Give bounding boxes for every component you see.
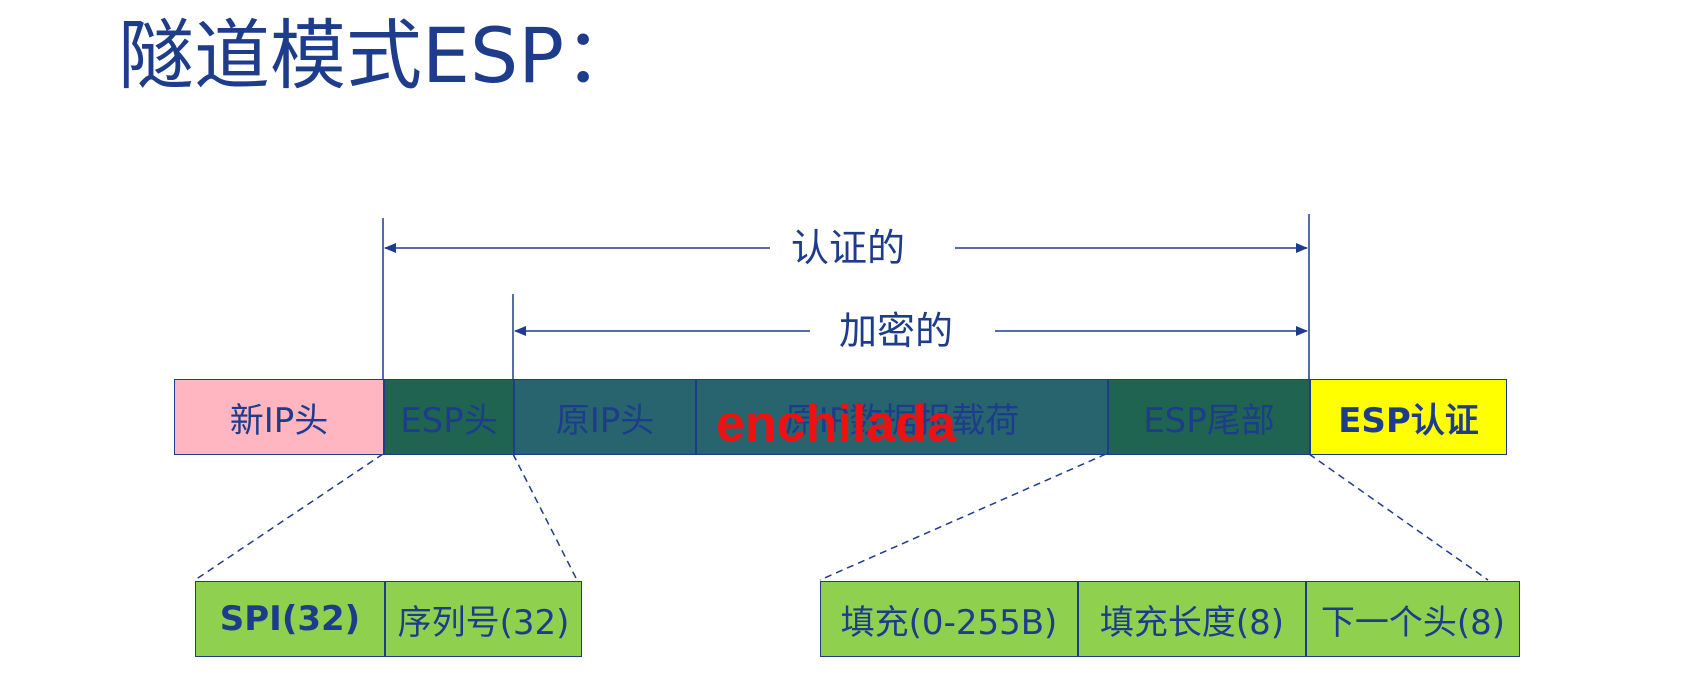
enchilada-overlay-text: enchilada bbox=[716, 395, 956, 453]
orig-ip-payload-label: 原IP数据报载荷 bbox=[784, 400, 1020, 441]
padding-field-label: 填充(0-255B) bbox=[840, 602, 1058, 643]
authenticated-label: 认证的 bbox=[773, 229, 924, 267]
next-header-field: 下一个头(8) bbox=[1306, 581, 1520, 657]
esp-auth-segment: ESP认证 bbox=[1310, 379, 1507, 455]
esp-trailer-segment: ESP尾部 bbox=[1108, 379, 1310, 455]
slide-title: 隧道模式ESP： bbox=[118, 11, 641, 100]
spi-field-label: SPI(32) bbox=[219, 599, 361, 639]
orig-ip-header-segment: 原IP头 bbox=[514, 379, 696, 455]
new-ip-header-label: 新IP头 bbox=[229, 400, 329, 441]
encrypted-label: 加密的 bbox=[821, 312, 972, 350]
esp-header-label: ESP头 bbox=[400, 400, 498, 441]
esp-header-expand-left bbox=[194, 453, 384, 581]
spi-field: SPI(32) bbox=[195, 581, 385, 657]
padding-field: 填充(0-255B) bbox=[820, 581, 1078, 657]
esp-trailer-label: ESP尾部 bbox=[1143, 400, 1275, 441]
pad-length-field-label: 填充长度(8) bbox=[1099, 602, 1285, 643]
esp-trailer-expand-left bbox=[819, 453, 1107, 581]
pad-length-field: 填充长度(8) bbox=[1078, 581, 1306, 657]
sequence-number-field-label: 序列号(32) bbox=[397, 602, 570, 643]
esp-auth-label: ESP认证 bbox=[1338, 400, 1479, 441]
orig-ip-payload-segment: 原IP数据报载荷 bbox=[696, 379, 1108, 455]
new-ip-header-segment: 新IP头 bbox=[174, 379, 384, 455]
esp-header-segment: ESP头 bbox=[384, 379, 514, 455]
sequence-number-field: 序列号(32) bbox=[385, 581, 582, 657]
esp-header-expand-right bbox=[512, 453, 578, 581]
orig-ip-header-label: 原IP头 bbox=[555, 400, 655, 441]
next-header-field-label: 下一个头(8) bbox=[1320, 602, 1506, 643]
esp-trailer-expand-right bbox=[1308, 453, 1489, 581]
